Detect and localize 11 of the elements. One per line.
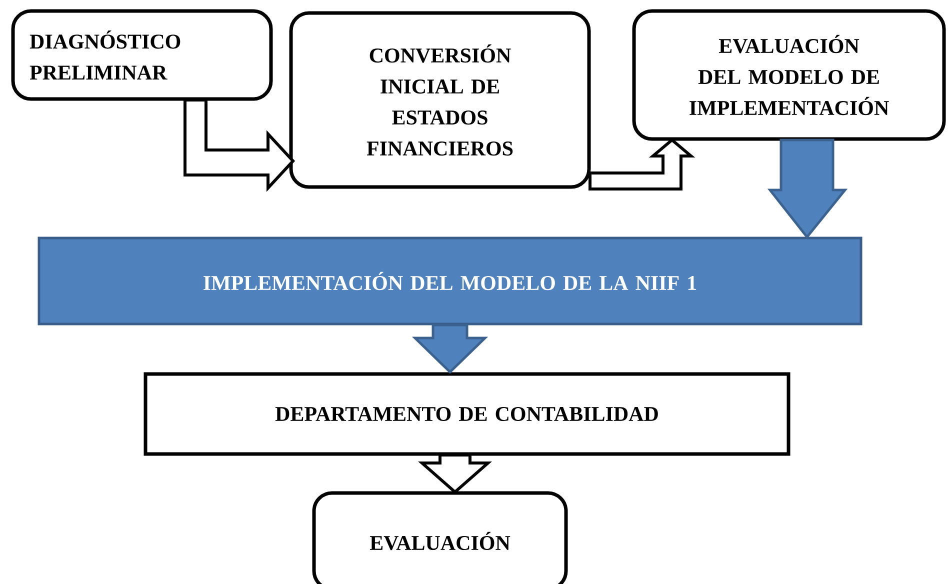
process-band: IMPLEMENTACIÓN DEL MODELO DE LA NIIF 1 <box>38 236 862 326</box>
process-box: EVALUACIÓN <box>312 491 568 584</box>
block-arrow <box>418 454 492 494</box>
block-arrow <box>767 138 848 239</box>
process-box: DIAGNÓSTICO PRELIMINAR <box>11 9 273 101</box>
block-arrow <box>588 138 696 190</box>
block-arrow <box>412 324 488 374</box>
process-box: EVALUACIÓN DEL MODELO DE IMPLEMENTACIÓN <box>632 9 946 141</box>
process-box: DEPARTAMENTO DE CONTABILIDAD <box>144 372 790 456</box>
block-arrow <box>184 98 296 192</box>
process-box: CONVERSIÓN INICIAL DE ESTADOS FINANCIEROS <box>289 11 591 189</box>
